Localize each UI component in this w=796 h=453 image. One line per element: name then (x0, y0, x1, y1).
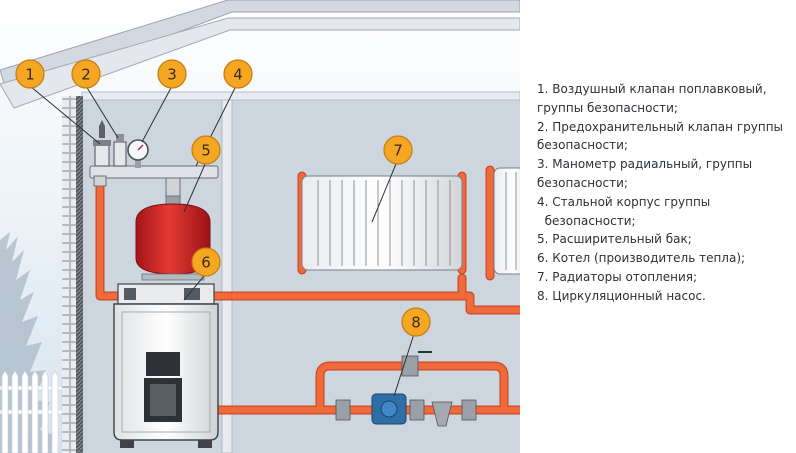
callout-5-number: 5 (201, 142, 211, 160)
legend-item-5-line-1: 5. Расширительный бак; (537, 232, 692, 247)
roof-eave (0, 17, 520, 109)
ceiling-beam (81, 91, 520, 101)
callout-1-number: 1 (25, 66, 35, 84)
legend-item-1: 1. Воздушный клапан поплавковый, группы … (537, 80, 793, 118)
callout-1: 1 (15, 59, 45, 89)
legend-item-4-line-2: безопасности; (537, 213, 636, 228)
legend-item-3: 3. Манометр радиальный, группы безопасно… (537, 155, 793, 193)
wall-section (76, 96, 83, 453)
legend-item-2: 2. Предохранительный клапан группы безоп… (537, 118, 793, 156)
legend-item-7: 7. Радиаторы отопления; (537, 268, 793, 287)
callout-4-number: 4 (233, 66, 243, 84)
callout-7-number: 7 (393, 142, 403, 160)
callout-8-number: 8 (411, 314, 421, 332)
callout-3: 3 (157, 59, 187, 89)
safety-group-body (89, 165, 219, 199)
safety-valve (113, 134, 127, 167)
radiator-second (493, 167, 520, 275)
callout-5: 5 (191, 135, 221, 165)
callout-2: 2 (71, 59, 101, 89)
callout-6-number: 6 (201, 254, 211, 272)
air-vent-valve (93, 120, 111, 167)
legend-item-2-line-1: 2. Предохранительный клапан группы (537, 119, 784, 134)
legend-item-3-line-1: 3. Манометр радиальный, группы (537, 157, 753, 172)
legend-item-8: 8. Циркуляционный насос. (537, 287, 793, 306)
circulation-pump (335, 351, 477, 427)
callout-4: 4 (223, 59, 253, 89)
wall-post (221, 95, 233, 453)
legend-item-3-line-2: безопасности; (537, 175, 628, 190)
callout-2-number: 2 (81, 66, 91, 84)
legend-item-5: 5. Расширительный бак; (537, 230, 793, 249)
legend-item-4: 4. Стальной корпус группы безопасности; (537, 193, 793, 231)
callout-8: 8 (401, 307, 431, 337)
callout-6: 6 (191, 247, 221, 277)
radiator-main (301, 175, 463, 271)
heating-system-diagram: 1 2 3 4 5 6 7 8 (0, 0, 520, 453)
legend-item-6-line-1: 6. Котел (производитель тепла); (537, 251, 746, 266)
boiler (113, 283, 219, 448)
callout-3-number: 3 (167, 66, 177, 84)
legend-item-1-line-2: группы безопасности; (537, 100, 678, 115)
pressure-gauge (127, 139, 149, 168)
legend-item-8-line-1: 8. Циркуляционный насос. (537, 288, 706, 303)
legend-item-6: 6. Котел (производитель тепла); (537, 249, 793, 268)
legend-item-2-line-2: безопасности; (537, 138, 628, 153)
legend-item-7-line-1: 7. Радиаторы отопления; (537, 269, 698, 284)
callout-7: 7 (383, 135, 413, 165)
legend-item-1-line-1: 1. Воздушный клапан поплавковый, (537, 82, 767, 96)
legend: 1. Воздушный клапан поплавковый, группы … (537, 80, 793, 306)
legend-item-4-line-1: 4. Стальной корпус группы (537, 194, 711, 209)
